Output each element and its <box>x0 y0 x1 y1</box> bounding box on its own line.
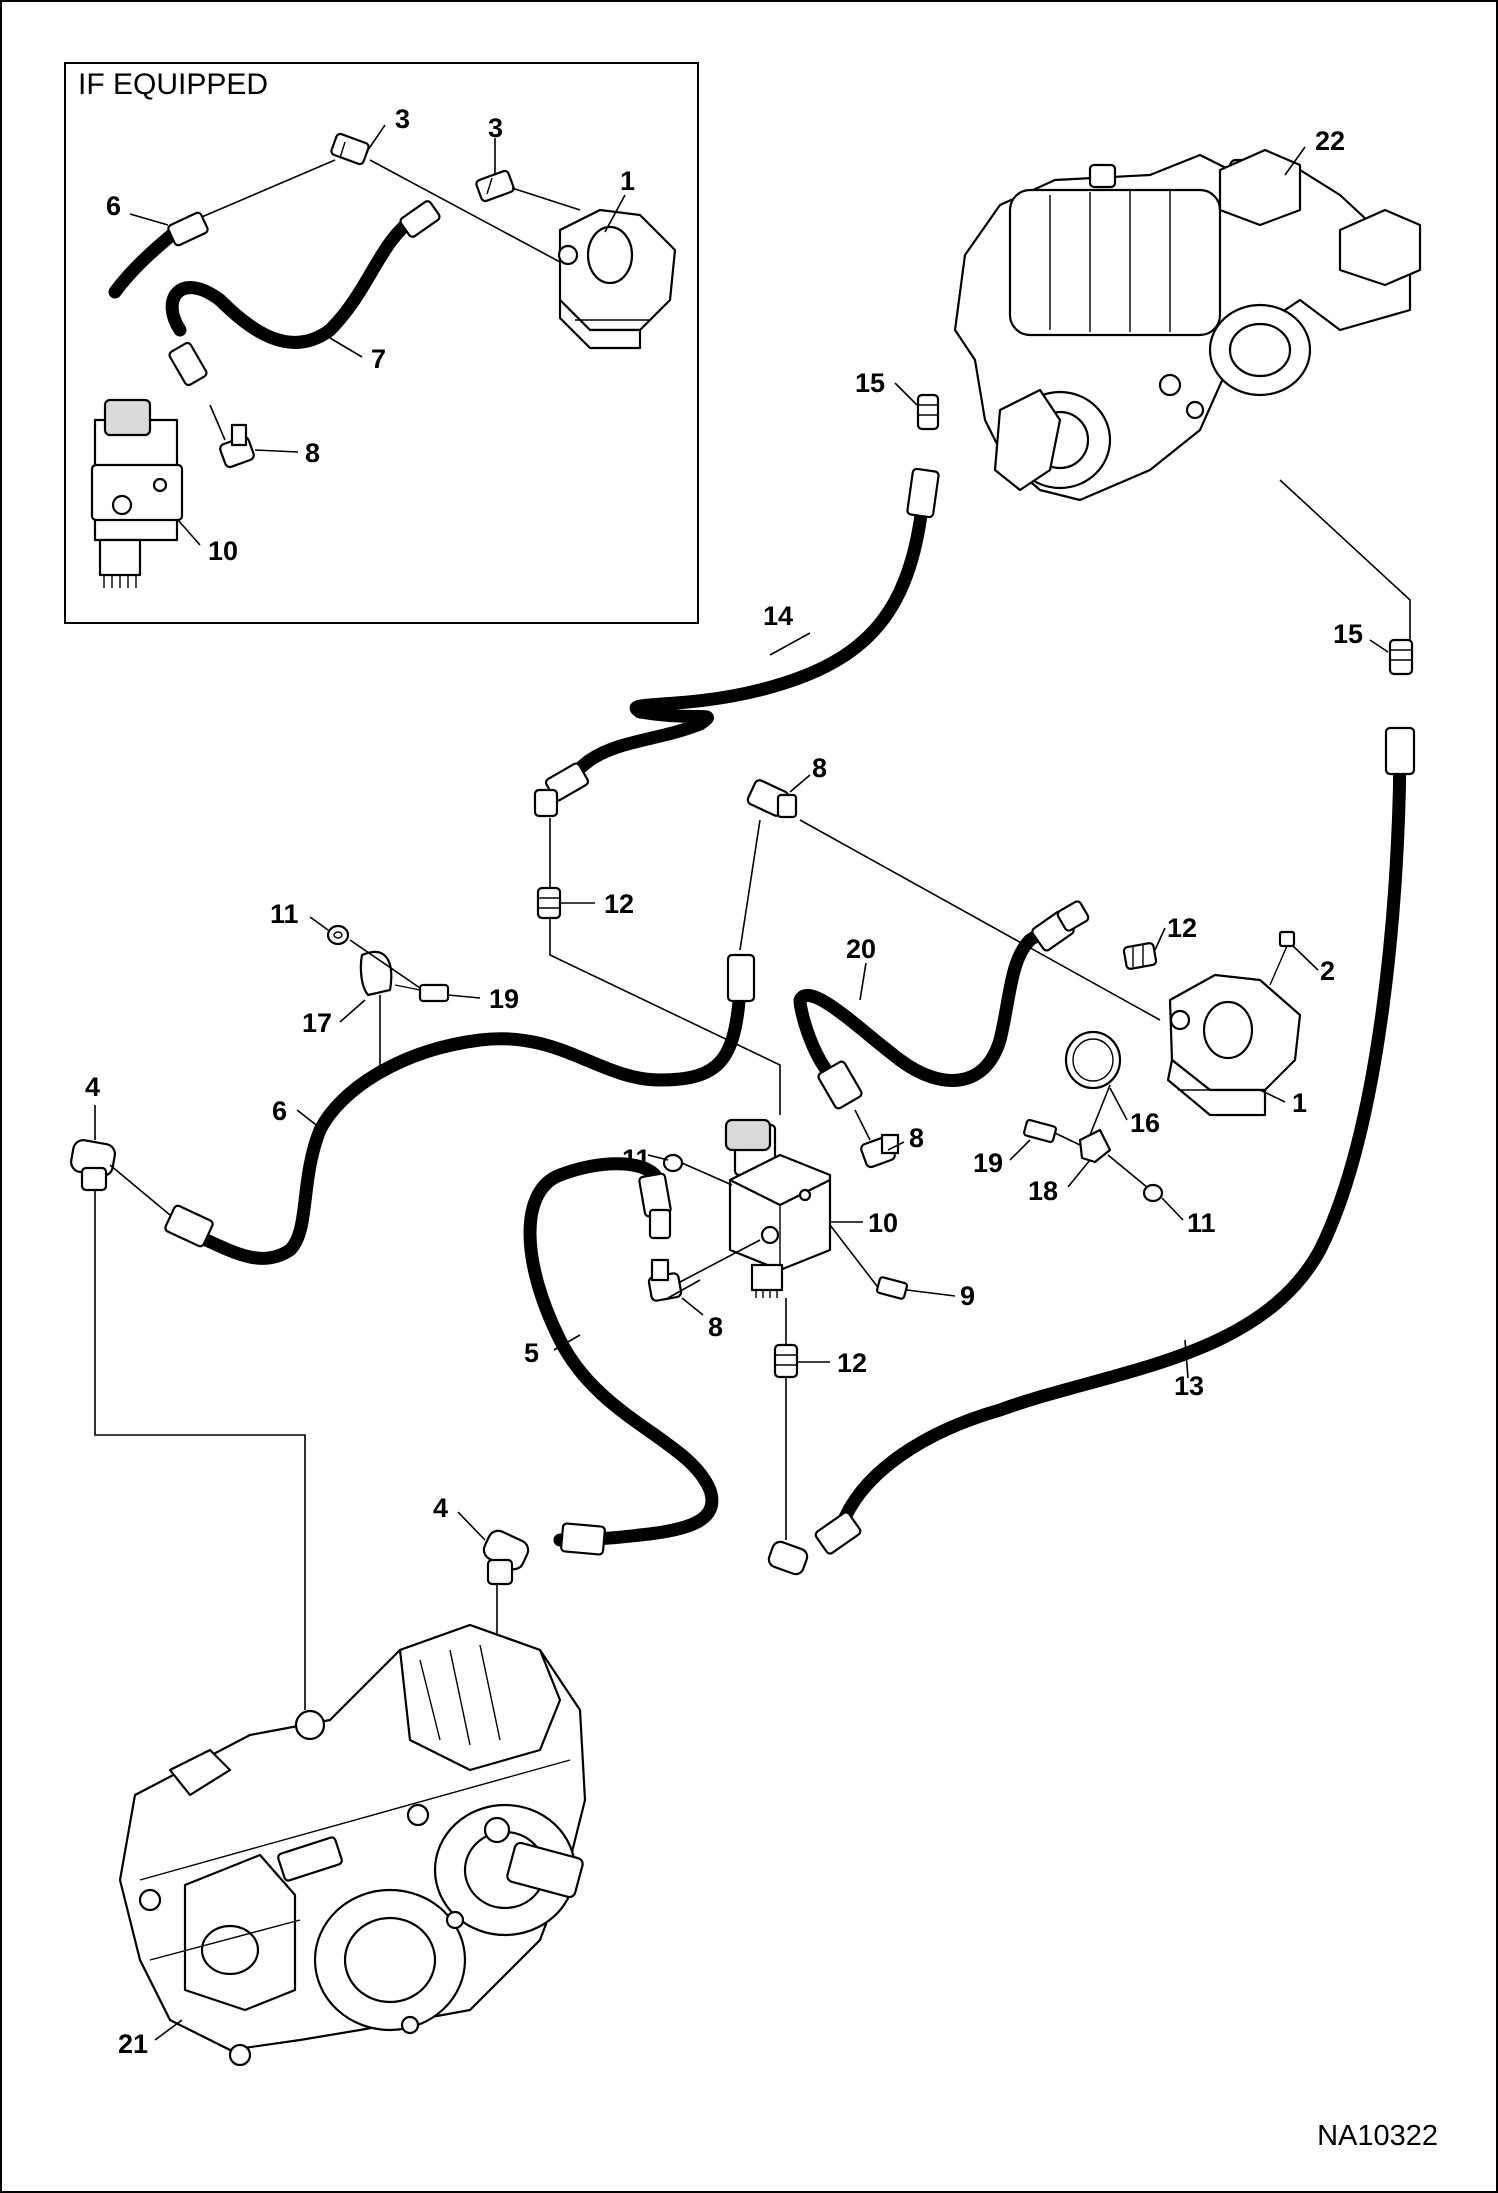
callout-13: 13 <box>1174 1371 1204 1401</box>
plug-2 <box>1278 930 1296 948</box>
elbow-fitting-8-top <box>746 779 798 819</box>
drive-motor-main <box>1166 930 1302 1117</box>
callout-20: 20 <box>846 934 876 964</box>
hose-fitting <box>167 211 209 247</box>
elbow-fitting-4b <box>482 1529 530 1586</box>
callout-15: 15 <box>1333 619 1363 649</box>
fitting-12c <box>773 1343 799 1379</box>
callout-19: 19 <box>973 1148 1003 1178</box>
callout-8: 8 <box>812 753 827 783</box>
callout-2: 2 <box>1320 956 1335 986</box>
hose-end-fitting <box>817 1060 863 1110</box>
callout-7: 7 <box>371 344 386 374</box>
elbow-fitting-8d <box>647 1258 683 1302</box>
callout-22: 22 <box>1315 126 1345 156</box>
elbow-fitting-8c <box>860 1133 900 1169</box>
hose-6-inset <box>108 225 182 299</box>
callout-leaders <box>94 124 1389 2041</box>
callout-10: 10 <box>868 1208 898 1238</box>
callout-16: 16 <box>1130 1108 1160 1138</box>
hydrostatic-pump-21 <box>118 1623 587 2067</box>
inset-title: IF EQUIPPED <box>78 68 269 101</box>
hose-end-fitting <box>814 1511 862 1555</box>
callout-18: 18 <box>1028 1176 1058 1206</box>
hose-fitting <box>399 200 441 238</box>
callout-6: 6 <box>272 1096 287 1126</box>
hose-end-fitting <box>906 467 940 519</box>
solenoid-valve-main <box>724 1118 909 1300</box>
callout-12: 12 <box>837 1348 867 1378</box>
callout-3: 3 <box>488 113 503 143</box>
washer-11a <box>326 924 350 946</box>
fitting-15b <box>1388 638 1414 676</box>
bolt-9 <box>875 1276 909 1300</box>
callout-4: 4 <box>433 1493 448 1523</box>
hose-end-fitting <box>1384 726 1416 776</box>
nut-11c <box>1142 1183 1164 1203</box>
callout-15: 15 <box>855 368 885 398</box>
drive-motor-inset <box>557 208 677 350</box>
hose-fitting <box>648 1208 672 1240</box>
elbow-fitting-13-end <box>767 1540 809 1576</box>
hose-fitting <box>168 341 208 387</box>
callout-3: 3 <box>395 104 410 134</box>
callout-8: 8 <box>305 438 320 468</box>
callout-14: 14 <box>763 601 793 631</box>
hose-end-fitting <box>164 1204 214 1248</box>
hose-7-inset <box>165 211 422 349</box>
adapter-fitting-3a <box>330 132 370 166</box>
final-drive-assembly-22 <box>953 148 1422 502</box>
adapter-fitting-3b <box>475 169 515 203</box>
callout-4: 4 <box>85 1072 100 1102</box>
if-equipped-inset-box <box>64 62 699 624</box>
fitting-12b <box>1122 942 1158 970</box>
hose-14 <box>548 473 932 802</box>
elbow-fitting-8-inset <box>219 423 255 469</box>
fitting-12a <box>536 886 562 920</box>
inset-assembly <box>90 132 677 588</box>
callout-1: 1 <box>620 166 635 196</box>
callout-1: 1 <box>1292 1088 1307 1118</box>
callout-11: 11 <box>622 1144 651 1174</box>
callout-9: 9 <box>960 1281 975 1311</box>
fitting-15a <box>916 393 940 431</box>
hose-5 <box>523 1157 719 1547</box>
callout-6: 6 <box>106 191 121 221</box>
callout-8: 8 <box>909 1123 924 1153</box>
hose-6-main <box>188 983 747 1265</box>
callout-8: 8 <box>708 1312 723 1342</box>
callout-21: 21 <box>118 2029 148 2059</box>
solenoid-valve-inset <box>90 398 184 588</box>
drawing-number: NA10322 <box>1317 2120 1438 2152</box>
band-clamp-16 <box>1064 1030 1122 1136</box>
hose-end-fitting <box>726 953 756 1003</box>
callout-5: 5 <box>524 1338 539 1368</box>
hose-20 <box>793 933 1037 1087</box>
hose-end-fitting <box>560 1522 606 1556</box>
callout-12: 12 <box>604 889 634 919</box>
washer-11b <box>662 1153 684 1173</box>
callout-11: 11 <box>270 899 299 929</box>
callout-17: 17 <box>302 1008 332 1038</box>
hose-13 <box>833 733 1407 1537</box>
callout-11: 11 <box>1187 1208 1216 1238</box>
callout-19: 19 <box>489 984 519 1014</box>
elbow-fitting-14-end <box>533 762 590 818</box>
bolt-19b <box>1023 1118 1057 1144</box>
callout-10: 10 <box>208 536 238 566</box>
callout-12: 12 <box>1167 913 1197 943</box>
elbow-fitting-4a <box>70 1139 116 1192</box>
hose-end-fitting <box>1056 900 1090 932</box>
bolt-19a <box>394 983 450 1003</box>
bracket-18 <box>1078 1128 1112 1164</box>
